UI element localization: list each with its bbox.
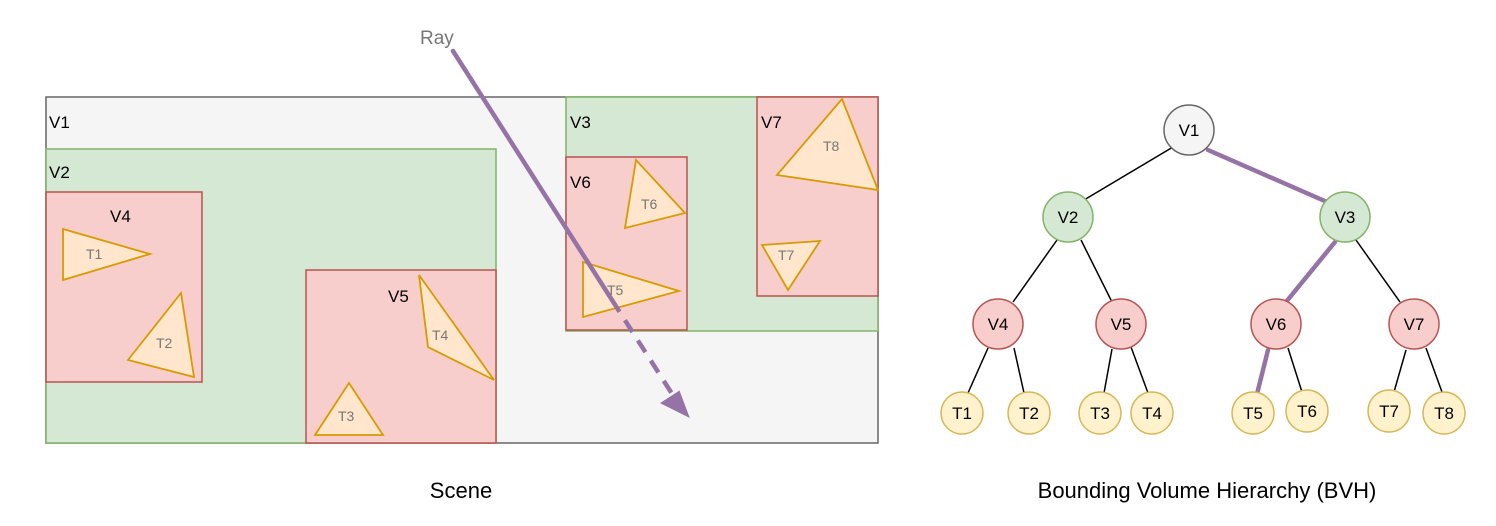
node-v5 [1095, 298, 1147, 350]
edge-v3-v7 [1355, 239, 1401, 303]
scene-caption: Scene [430, 478, 492, 503]
leaf-t6-label: T6 [1297, 402, 1317, 421]
edge-v5-t4 [1130, 346, 1149, 394]
leaf-t5-label: T5 [1243, 404, 1263, 423]
bvh-tree: V1 V2 V3 V4 V5 V6 V7 T1 T2 T3 T4 T5 T6 T… [940, 104, 1466, 503]
edge-v3-v6-highlighted [1283, 239, 1338, 305]
volume-v6-label: V6 [570, 173, 591, 192]
node-v3-label: V3 [1335, 208, 1356, 227]
ray-solid [450, 48, 615, 303]
ray-arrowhead [659, 390, 690, 419]
ray-label: Ray [420, 28, 454, 49]
node-v4-label: V4 [988, 315, 1009, 334]
volume-v5-label: V5 [388, 287, 409, 306]
leaf-t2 [1007, 391, 1051, 435]
triangle-t5-label: T5 [607, 282, 624, 298]
leaf-t6 [1285, 389, 1329, 433]
node-v2 [1042, 191, 1094, 243]
edge-v2-v5 [1080, 239, 1113, 303]
triangle-t3 [313, 381, 385, 436]
edge-v4-t2 [1013, 347, 1025, 394]
triangle-t2 [126, 290, 196, 379]
triangle-t7 [760, 239, 822, 292]
bvh-caption: Bounding Volume Hierarchy (BVH) [1038, 478, 1377, 503]
volume-v2-label: V2 [49, 163, 70, 182]
volume-v3-label: V3 [570, 113, 591, 132]
edge-v5-t3 [1103, 348, 1113, 394]
leaf-t1-label: T1 [952, 404, 972, 423]
triangle-t1 [62, 227, 154, 282]
ray-dashed [610, 298, 678, 402]
leaf-t8-label: T8 [1434, 404, 1454, 423]
node-v2-label: V2 [1058, 208, 1079, 227]
leaf-t1 [940, 391, 984, 435]
volume-v4-label: V4 [110, 207, 131, 226]
volume-v1-label: V1 [49, 113, 70, 132]
triangle-t6 [623, 158, 687, 230]
node-v7-label: V7 [1404, 315, 1425, 334]
edge-v1-v3-highlighted [1205, 147, 1330, 205]
node-v6-label: V6 [1266, 315, 1287, 334]
triangle-t4-label: T4 [432, 327, 449, 343]
leaf-t4 [1130, 391, 1174, 435]
triangle-t8-label: T8 [823, 138, 840, 154]
leaf-t3-label: T3 [1090, 404, 1110, 423]
edge-v6-t6 [1287, 347, 1303, 393]
triangle-t6-label: T6 [641, 196, 658, 212]
edge-v2-v4 [1012, 239, 1058, 303]
leaf-t5 [1231, 391, 1275, 435]
node-v1 [1163, 104, 1215, 156]
triangle-t7-label: T7 [778, 247, 795, 263]
leaf-t8 [1422, 391, 1466, 435]
triangle-t3-label: T3 [338, 408, 355, 424]
edge-v6-t5-highlighted [1254, 347, 1271, 397]
node-v6 [1250, 298, 1302, 350]
scene: V1 V2 V3 V4 V5 V6 V7 T1 T2 T3 T4 T5 T6 [45, 28, 880, 503]
edge-v4-t1 [967, 347, 989, 394]
leaf-t7 [1367, 389, 1411, 433]
node-v5-label: V5 [1111, 315, 1132, 334]
edge-v7-t8 [1425, 347, 1443, 393]
leaf-t3 [1078, 391, 1122, 435]
node-v7 [1388, 298, 1440, 350]
node-v4 [972, 298, 1024, 350]
volume-v7-label: V7 [761, 113, 782, 132]
triangle-t1-label: T1 [86, 246, 103, 262]
leaf-t2-label: T2 [1019, 404, 1039, 423]
leaf-t7-label: T7 [1379, 402, 1399, 421]
triangle-t4 [418, 274, 495, 381]
edge-v7-t7 [1393, 349, 1407, 393]
triangle-t5 [582, 260, 683, 319]
triangle-t8 [775, 97, 880, 192]
node-v1-label: V1 [1179, 121, 1200, 140]
node-v3 [1319, 191, 1371, 243]
edge-v1-v2 [1083, 146, 1174, 201]
leaf-t4-label: T4 [1142, 404, 1162, 423]
triangle-t2-label: T2 [156, 335, 173, 351]
